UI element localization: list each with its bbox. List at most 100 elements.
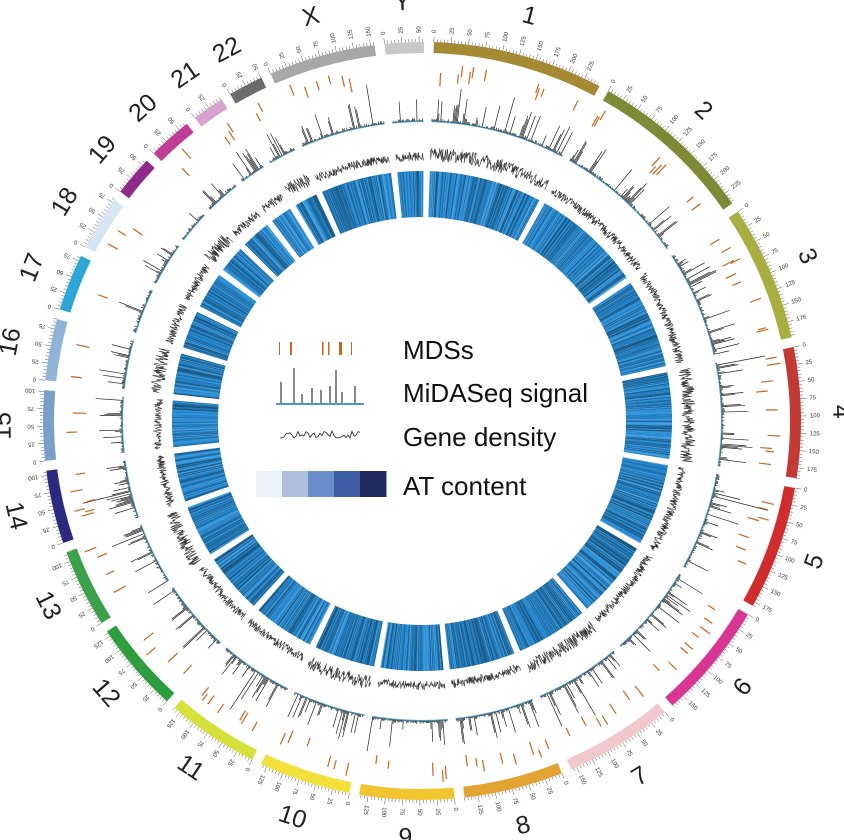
at-content-bin	[217, 276, 256, 304]
at-content-bin	[412, 171, 416, 218]
signal-peak	[305, 141, 307, 145]
at-content-bin	[176, 461, 223, 472]
mds-mark	[132, 228, 143, 236]
mds-mark	[534, 88, 540, 101]
at-content-bin	[526, 206, 551, 247]
at-content-bin	[625, 434, 672, 439]
signal-peak	[270, 133, 283, 156]
tick-mark	[159, 696, 163, 699]
tick-mark	[781, 300, 785, 303]
signal-peak	[505, 708, 508, 712]
signal-peak	[686, 266, 711, 280]
tick-mark	[317, 785, 320, 789]
signal-peak	[232, 660, 243, 675]
at-content-bin	[546, 581, 576, 619]
at-content-bin	[458, 621, 468, 667]
signal-peak	[242, 152, 256, 172]
mds-mark	[456, 74, 460, 84]
tick-mark	[798, 467, 805, 469]
signal-baseline	[392, 120, 424, 124]
signal-peak	[581, 165, 584, 168]
signal-peak	[583, 673, 586, 676]
at-content-bin	[174, 451, 221, 460]
mds-mark	[601, 715, 609, 726]
signal-peak	[680, 267, 684, 270]
at-content-bin	[195, 507, 238, 528]
at-content-bin	[214, 280, 254, 307]
at-content-bin	[602, 304, 644, 328]
at-content-bin	[383, 173, 392, 220]
at-content-bin	[400, 624, 406, 671]
at-content-bin	[498, 189, 518, 233]
tick-mark	[79, 589, 83, 592]
at-content-bin	[322, 191, 342, 234]
at-content-bin	[455, 174, 464, 220]
signal-peak	[635, 630, 645, 640]
tick-mark	[55, 529, 60, 531]
at-content-bin	[174, 452, 221, 461]
tick-mark	[767, 577, 771, 579]
at-content-bin	[617, 348, 662, 364]
signal-peak	[686, 278, 690, 281]
at-content-bin	[199, 305, 242, 328]
signal-peak	[698, 302, 701, 305]
at-content-bin	[300, 599, 324, 641]
at-content-bin	[472, 618, 486, 664]
at-content-bin	[177, 462, 223, 474]
signal-peak	[628, 637, 637, 646]
at-content-bin	[185, 339, 230, 356]
tick-label: 25	[49, 284, 58, 292]
at-content-bin	[382, 173, 391, 220]
signal-peak	[589, 160, 598, 173]
tick-mark	[692, 685, 696, 689]
at-content-bin	[323, 608, 343, 652]
at-content-bin	[487, 184, 504, 229]
signal-peak	[668, 591, 687, 606]
mds-mark	[217, 703, 225, 714]
at-content-bin	[298, 203, 323, 244]
at-content-bin	[479, 616, 494, 661]
mds-mark	[691, 203, 701, 211]
at-content-bin	[624, 444, 671, 451]
signal-peak	[609, 654, 615, 662]
at-content-bin	[289, 593, 315, 634]
tick-mark	[785, 314, 789, 316]
at-content-bin	[174, 449, 221, 457]
at-content-bin	[533, 211, 560, 251]
at-content-bin	[172, 411, 219, 415]
gene-density-line-X	[314, 156, 390, 182]
at-content-bin	[623, 450, 670, 459]
tick-mark	[119, 652, 123, 655]
signal-peak	[491, 712, 498, 738]
at-content-bin	[329, 610, 348, 654]
tick-mark	[130, 666, 134, 669]
at-content-bin	[244, 564, 278, 598]
signal-peak	[676, 579, 679, 583]
at-content-bin	[474, 179, 488, 225]
tick-mark	[715, 659, 719, 663]
at-content-bin	[583, 268, 621, 298]
signal-peak	[440, 101, 443, 122]
at-content-bin	[215, 278, 255, 306]
at-content-bin	[190, 324, 234, 344]
at-content-bin	[567, 563, 602, 596]
at-content-bin	[226, 264, 263, 295]
at-content-bin	[511, 603, 534, 646]
tick-mark	[656, 718, 659, 722]
at-content-bin	[264, 225, 295, 263]
at-content-bin	[616, 480, 662, 495]
at-content-bin	[482, 182, 498, 227]
signal-peak	[132, 506, 135, 508]
signal-baseline	[124, 460, 139, 518]
at-content-bin	[239, 560, 275, 594]
mds-mark	[767, 434, 781, 437]
at-content-bin	[300, 599, 324, 640]
tick-mark	[253, 78, 255, 82]
tick-mark	[383, 37, 385, 44]
signal-peak	[495, 127, 498, 131]
at-content-bin	[380, 174, 390, 220]
at-content-bin	[255, 233, 287, 269]
at-content-bin	[611, 328, 655, 347]
signal-peak	[704, 319, 707, 321]
tick-mark	[589, 760, 591, 764]
